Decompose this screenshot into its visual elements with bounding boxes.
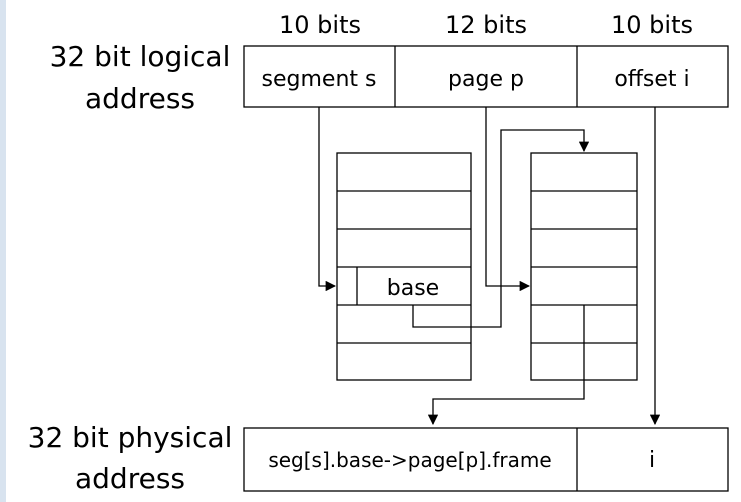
bit-width-offset: 10 bits xyxy=(611,11,693,39)
logical-address-label-line1: 32 bit logical xyxy=(50,40,231,73)
field-offset: offset i xyxy=(614,67,689,92)
physical-address-label-line2: address xyxy=(75,462,185,495)
physical-address-label-line1: 32 bit physical xyxy=(28,421,233,454)
segment-table xyxy=(336,152,472,381)
segment-entry-base: base xyxy=(387,276,439,301)
physical-address-box xyxy=(243,427,729,492)
logical-address-label-line2: address xyxy=(85,82,195,115)
physical-frame-field: seg[s].base->page[p].frame xyxy=(268,448,551,472)
field-segment: segment s xyxy=(262,67,377,92)
left-edge-strip xyxy=(0,0,6,502)
bit-width-page: 12 bits xyxy=(445,11,527,39)
field-page: page p xyxy=(448,67,524,92)
arrow-frame-to-physical xyxy=(427,305,585,426)
physical-offset-field: i xyxy=(649,448,655,473)
arrow-segment-to-base xyxy=(318,107,337,292)
arrow-base-to-pagetable xyxy=(412,129,590,328)
bit-width-segment: 10 bits xyxy=(279,11,361,39)
arrow-page-to-pagetable xyxy=(485,107,531,292)
